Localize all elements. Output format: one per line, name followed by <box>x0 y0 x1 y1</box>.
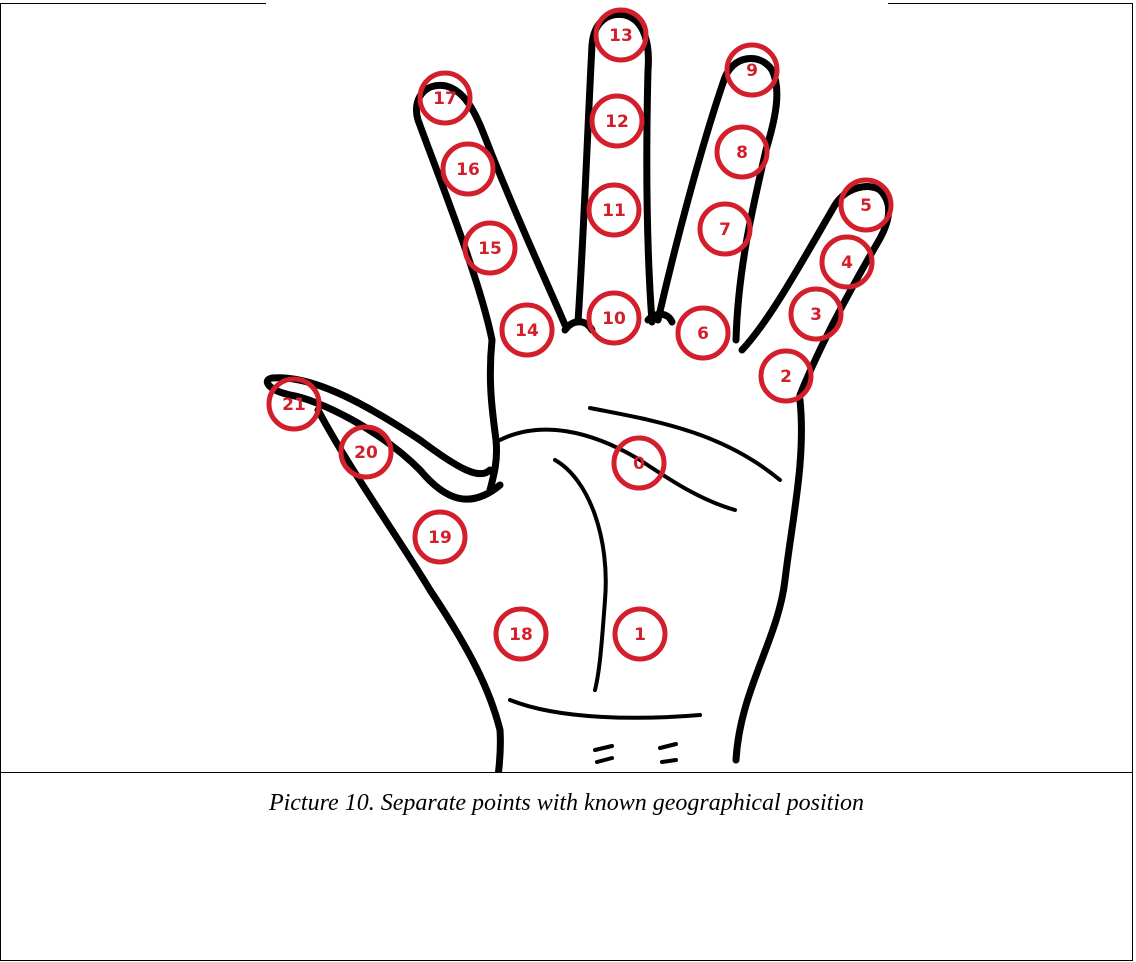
point-marker-20: 20 <box>341 427 391 477</box>
point-label-10: 10 <box>602 309 626 329</box>
point-marker-12: 12 <box>592 96 642 146</box>
caption-divider <box>0 772 1133 773</box>
point-marker-10: 10 <box>589 293 639 343</box>
point-label-2: 2 <box>780 367 792 387</box>
hand-outline <box>267 14 888 772</box>
point-label-4: 4 <box>841 253 853 273</box>
point-marker-2: 2 <box>761 351 811 401</box>
point-marker-0: 0 <box>614 438 664 488</box>
point-label-15: 15 <box>478 239 502 259</box>
point-label-9: 9 <box>746 61 758 81</box>
point-marker-7: 7 <box>700 204 750 254</box>
point-marker-3: 3 <box>791 289 841 339</box>
point-label-18: 18 <box>509 625 533 645</box>
point-label-3: 3 <box>810 305 822 325</box>
point-label-21: 21 <box>282 395 306 415</box>
point-marker-11: 11 <box>589 185 639 235</box>
point-marker-1: 1 <box>615 609 665 659</box>
point-label-11: 11 <box>602 201 626 221</box>
point-marker-6: 6 <box>678 308 728 358</box>
point-label-8: 8 <box>736 143 748 163</box>
point-label-12: 12 <box>605 112 629 132</box>
point-label-6: 6 <box>697 324 709 344</box>
point-marker-15: 15 <box>465 223 515 273</box>
point-label-19: 19 <box>428 528 452 548</box>
point-label-1: 1 <box>634 625 646 645</box>
point-label-0: 0 <box>633 454 645 474</box>
point-marker-18: 18 <box>496 609 546 659</box>
point-label-17: 17 <box>433 89 457 109</box>
point-marker-19: 19 <box>415 512 465 562</box>
point-marker-14: 14 <box>502 305 552 355</box>
point-label-13: 13 <box>609 26 633 46</box>
point-label-5: 5 <box>860 196 872 216</box>
point-label-14: 14 <box>515 321 539 341</box>
point-label-16: 16 <box>456 160 480 180</box>
point-marker-8: 8 <box>717 127 767 177</box>
point-label-7: 7 <box>719 220 731 240</box>
point-marker-16: 16 <box>443 144 493 194</box>
point-label-20: 20 <box>354 443 378 463</box>
figure-caption: Picture 10. Separate points with known g… <box>0 790 1133 817</box>
